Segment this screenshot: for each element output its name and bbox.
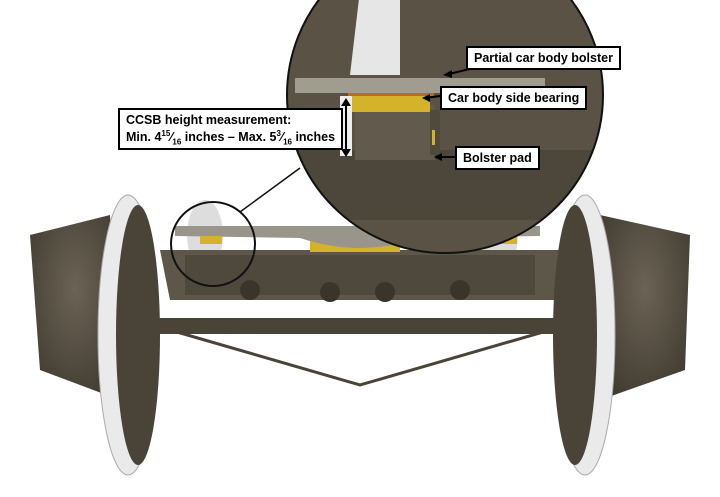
label-bolster-pad: Bolster pad [455,146,540,170]
ccsb-title: CCSB height measurement: [126,113,292,127]
label-partial-car-body-bolster: Partial car body bolster [466,46,621,70]
ccsb-min: Min. 4 [126,130,162,144]
ccsb-min-den: 16 [172,137,182,147]
label-ccsb-height: CCSB height measurement: Min. 415⁄16 inc… [118,108,344,150]
left-side-frame [30,215,120,400]
ccsb-min-num: 15 [161,128,171,138]
detail-callout-circle [170,201,256,287]
ccsb-range: Min. 415⁄16 inches – Max. 53⁄16 inches [126,128,336,147]
ccsb-suffix: inches [291,130,336,144]
label-car-body-side-bearing: Car body side bearing [440,86,588,110]
ccsb-max-den: 16 [283,137,292,147]
ccsb-mid: inches – Max. 5 [181,130,277,144]
right-side-frame [600,215,690,400]
axle [130,318,590,334]
ccsb-max-num: 3 [276,128,281,138]
magnified-detail [287,0,603,253]
